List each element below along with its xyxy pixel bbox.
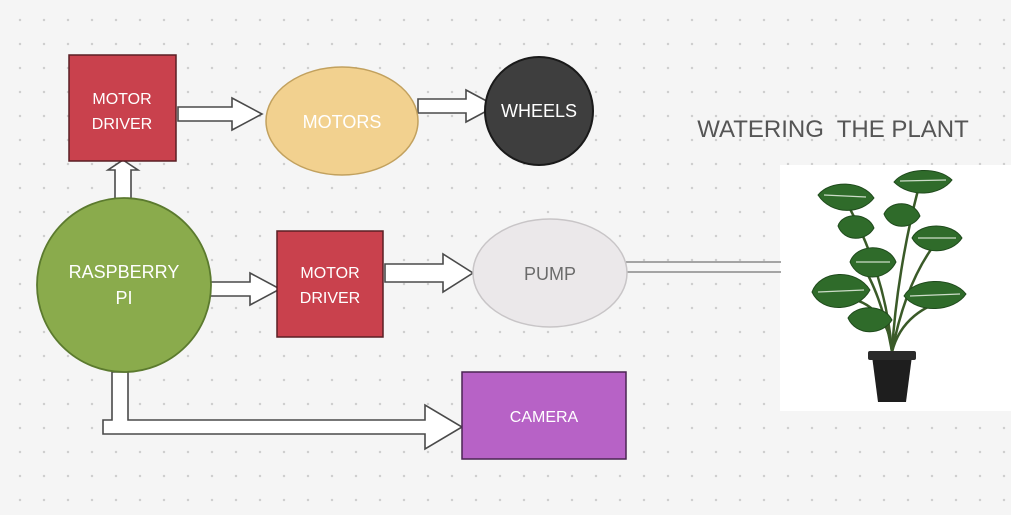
camera-label: CAMERA <box>510 409 579 426</box>
motor-driver-top-label-line2: DRIVER <box>92 116 152 133</box>
motors-label: MOTORS <box>303 112 382 132</box>
arrow-pi-to-camera <box>102 371 464 451</box>
arrow-pi-to-mid-driver <box>209 271 282 307</box>
arrow-pi-to-top-driver <box>105 159 141 201</box>
pipe-pump-to-plant <box>626 261 781 273</box>
arrow-top-driver-to-motors <box>177 96 264 132</box>
motor-driver-mid-node: MOTOR DRIVER <box>276 230 384 338</box>
raspberry-pi-label-line2: PI <box>115 288 132 308</box>
motor-driver-mid-label-line1: MOTOR <box>300 265 359 282</box>
motor-driver-mid-label-line2: DRIVER <box>300 290 360 307</box>
wheels-label: WHEELS <box>501 101 577 121</box>
raspberry-pi-label-line1: RASPBERRY <box>69 262 180 282</box>
diagram-title: WATERING THE PLANT <box>697 116 969 143</box>
arrow-motors-to-wheels <box>417 88 498 124</box>
pump-node: PUMP <box>472 218 628 328</box>
raspberry-pi-node: RASPBERRY PI <box>36 197 212 373</box>
wheels-node: WHEELS <box>484 56 594 166</box>
pump-label: PUMP <box>524 264 576 284</box>
arrow-mid-driver-to-pump <box>384 252 475 294</box>
plant-image <box>780 165 1011 411</box>
camera-node: CAMERA <box>461 371 627 460</box>
motor-driver-top-label-line1: MOTOR <box>92 91 151 108</box>
motor-driver-top-node: MOTOR DRIVER <box>68 54 177 162</box>
motors-node: MOTORS <box>265 66 419 176</box>
